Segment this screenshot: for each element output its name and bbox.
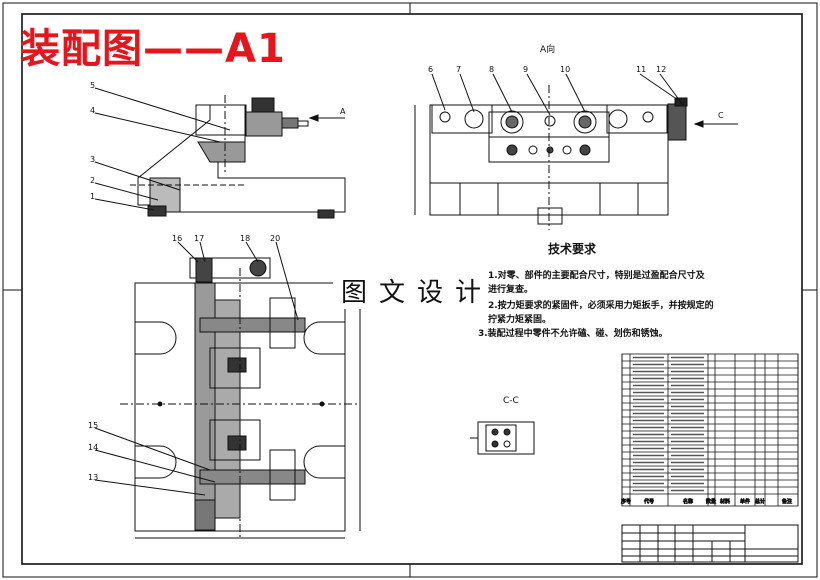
- cc-section: [470, 421, 535, 455]
- bom-table: 序号 代号 名称 数量材料 单件总计 备注: [621, 353, 799, 507]
- bom-header-cell: 名称: [683, 498, 693, 505]
- bom-header-cell: 序号: [621, 498, 631, 505]
- balloon-9: 9: [523, 65, 528, 74]
- plan-view-balloons: 16 17 18 20 15 14 13: [88, 234, 280, 482]
- tech-requirements-heading: 技术要求: [548, 242, 597, 256]
- bom-header-cell: 代号: [644, 498, 654, 505]
- view-a-label: A向: [540, 45, 556, 55]
- bom-header-cell: 总计: [755, 498, 765, 505]
- balloon-5: 5: [90, 81, 95, 90]
- bom-header-cell: 数量: [706, 498, 716, 505]
- drawing-title: 装配图——A1: [20, 26, 286, 72]
- balloon-16: 16: [172, 234, 182, 243]
- balloon-8: 8: [489, 65, 494, 74]
- balloon-1: 1: [90, 192, 95, 201]
- balloon-13: 13: [88, 473, 98, 482]
- balloon-10: 10: [560, 65, 570, 74]
- plan-view: [94, 241, 361, 540]
- section-cc-label: C-C: [503, 396, 519, 406]
- balloon-12: 12: [656, 65, 666, 74]
- tech-line-1: 1.对零、部件的主要配合尺寸，特别是过盈配合尺寸及: [488, 271, 705, 281]
- balloon-18: 18: [240, 234, 250, 243]
- tech-line-3: 2.按力矩要求的紧固件，必须采用力矩扳手，并按规定的: [488, 301, 714, 311]
- a-view: [414, 73, 738, 230]
- side-view: [94, 87, 346, 219]
- balloon-2: 2: [90, 176, 95, 185]
- tech-line-5: 3.装配过程中零件不允许磕、碰、划伤和锈蚀。: [478, 329, 668, 339]
- arrow-a-label: A: [340, 107, 346, 116]
- a-view-balloons: 6 7 8 9 10 11 12 C: [428, 65, 724, 120]
- tech-line-2: 进行复查。: [488, 285, 534, 295]
- tech-line-4: 拧紧力矩紧固。: [488, 315, 552, 325]
- balloon-3: 3: [90, 155, 95, 164]
- arrow-c-label: C: [718, 111, 724, 120]
- bom-header-cell: 单件: [740, 498, 750, 505]
- centre-marks: [3, 3, 817, 577]
- side-view-balloons: 5 4 3 2 1 A: [90, 81, 346, 201]
- balloon-7: 7: [456, 65, 461, 74]
- balloon-17: 17: [194, 234, 204, 243]
- watermark: 图文设计: [333, 272, 502, 309]
- balloon-14: 14: [88, 443, 98, 452]
- inner-border: [21, 13, 803, 565]
- balloon-15: 15: [88, 421, 98, 430]
- balloon-4: 4: [90, 106, 95, 115]
- balloon-6: 6: [428, 65, 433, 74]
- title-block: [621, 524, 799, 563]
- balloon-20: 20: [270, 234, 280, 243]
- bom-header-cell: 备注: [782, 498, 792, 505]
- bom-header-cell: 材料: [720, 498, 730, 505]
- balloon-11: 11: [636, 65, 646, 74]
